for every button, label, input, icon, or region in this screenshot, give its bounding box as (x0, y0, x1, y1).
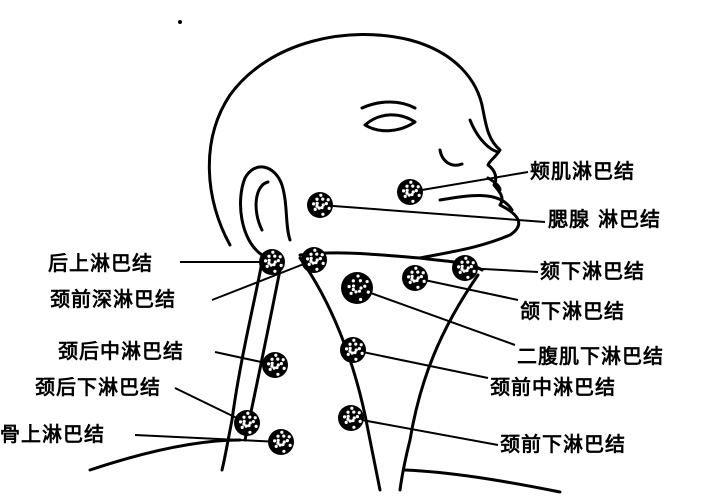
eyebrow (360, 100, 417, 110)
leader-line-anterior_lower_cervical (350, 417, 499, 446)
label-submental: 颏下淋巴结 (540, 259, 645, 283)
label-anterior-lower-cervical: 颈前下淋巴结 (500, 432, 626, 456)
leader-line-anterior_deep_cervical (211, 259, 315, 301)
neck-back (220, 260, 264, 472)
label-parotid: 腮腺 淋巴结 (548, 207, 661, 231)
neck-front (398, 273, 480, 492)
lymph-node-posterior_lower_cervical (234, 410, 260, 436)
lymph-node-supraclavicular (268, 429, 294, 455)
lymph-node-posterior_upper (259, 249, 285, 275)
leader-line-buccinator (409, 171, 529, 193)
label-digastric-inferior: 二腹肌下淋巴结 (517, 344, 664, 368)
lymph-node-anterior_middle_cervical (340, 337, 366, 363)
lymph-node-parotid (307, 192, 333, 218)
leader-line-anterior_middle_cervical (352, 349, 489, 379)
leader-line-digastric_inferior (356, 287, 516, 346)
label-buccinator: 颊肌淋巴结 (530, 159, 635, 183)
nostril (438, 148, 464, 167)
lymph-node-buccinator (397, 179, 423, 205)
lymph-node-submental (452, 255, 478, 281)
label-posterior-middle-cervical: 颈后中淋巴结 (58, 339, 184, 363)
ear-outline (239, 165, 292, 257)
nose-line (468, 118, 500, 154)
leader-line-supraclavicular (134, 434, 282, 443)
label-posterior-lower-cervical: 颈后下淋巴结 (35, 375, 161, 399)
label-posterior-upper: 后上淋巴结 (48, 251, 153, 275)
eye (363, 113, 417, 133)
lymph-node-posterior_middle_cervical (262, 352, 288, 378)
lymph-node-anterior_deep_cervical (301, 247, 327, 273)
label-anterior-middle-cervical: 颈前中淋巴结 (490, 375, 616, 399)
head-outline (207, 33, 521, 260)
label-submandibular: 颌下淋巴结 (520, 299, 625, 323)
leader-line-posterior_lower_cervical (174, 387, 248, 424)
trapezius-line (88, 438, 242, 472)
shoulder-line (403, 468, 562, 494)
ear-inner (254, 180, 270, 232)
sternocleidomastoid (298, 256, 382, 492)
speck (178, 20, 182, 24)
leader-line-submandibular (414, 277, 519, 301)
lymph-node-anterior_lower_cervical (338, 405, 364, 431)
chin-line (438, 194, 514, 212)
label-supraclavicular: 骨上淋巴结 (0, 422, 105, 446)
label-anterior-deep-cervical: 颈前深淋巴结 (50, 287, 176, 311)
lymph-node-digastric_inferior (341, 272, 373, 304)
leader-line-parotid (319, 204, 546, 223)
lymph-node-submandibular (402, 265, 428, 291)
